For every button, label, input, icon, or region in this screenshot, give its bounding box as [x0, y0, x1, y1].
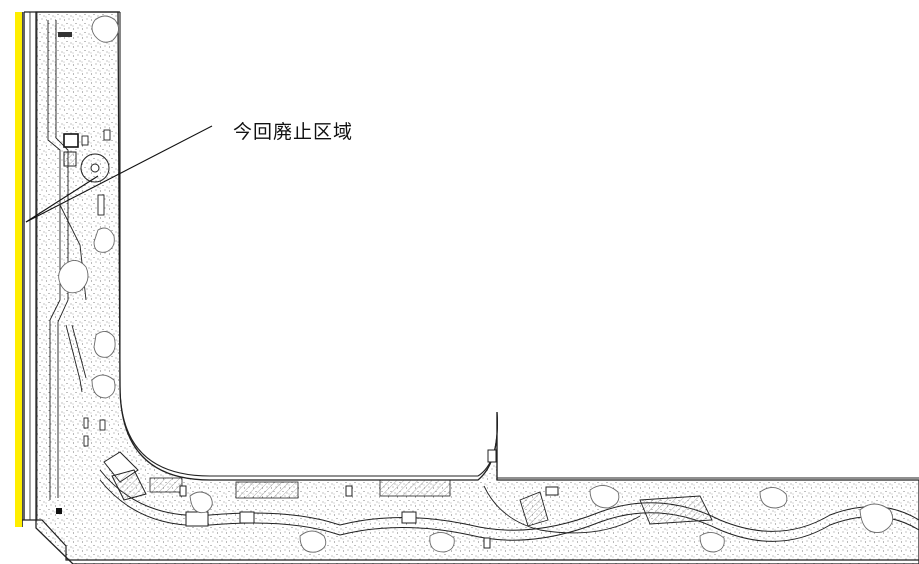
shrub-cluster — [189, 491, 213, 514]
shrub-cluster — [429, 532, 455, 553]
inner-boundary — [119, 12, 478, 477]
shrub-cluster — [299, 530, 327, 553]
building-block — [401, 511, 417, 524]
shrub-cluster — [91, 15, 119, 43]
west-path — [47, 20, 61, 500]
bench-marker — [83, 435, 89, 447]
fountain-circle — [80, 153, 110, 183]
bench-marker — [97, 194, 105, 216]
building-block — [487, 449, 497, 463]
shrub-cluster — [91, 374, 116, 399]
plaza-hatch — [379, 479, 451, 497]
corner-marker — [56, 508, 62, 514]
winding-path-edge — [99, 479, 919, 542]
building-block — [179, 485, 187, 497]
bench-marker — [83, 417, 89, 429]
building-block — [345, 485, 353, 497]
building-block — [239, 511, 255, 524]
shrub-cluster — [589, 485, 620, 509]
abolished-area-label: 今回廃止区域 — [233, 121, 354, 143]
diagonal-walk-3 — [71, 324, 87, 379]
shrub-cluster — [93, 227, 115, 253]
shrub-cluster — [699, 532, 725, 553]
winding-path — [99, 469, 919, 532]
terrace-structure — [111, 469, 147, 501]
diagonal-walk-2 — [65, 324, 83, 393]
building-block — [483, 537, 491, 549]
gate-marker — [58, 32, 72, 37]
notch-boundary — [477, 411, 919, 479]
terrace-structure — [519, 491, 549, 527]
shrub-cluster — [93, 331, 116, 358]
bench-marker — [99, 419, 106, 431]
terrace-structure — [639, 495, 713, 525]
west-path-2 — [55, 20, 69, 498]
fountain-center — [90, 163, 100, 173]
plaza-hatch — [235, 481, 299, 499]
shrub-cluster — [859, 503, 894, 533]
small-building — [81, 135, 89, 146]
abolished-area-highlight — [15, 12, 22, 527]
outer-edge-corner — [17, 519, 919, 561]
plaza-hatch — [149, 477, 183, 493]
callout-leader-line — [25, 175, 99, 223]
building-block — [545, 486, 559, 496]
curved-walk — [483, 485, 641, 534]
shelter-square — [63, 133, 79, 148]
small-building — [103, 129, 111, 141]
shrub-cluster — [759, 487, 788, 509]
callout-leader-line — [25, 125, 213, 223]
steps-block — [63, 151, 77, 167]
pavilion-block — [185, 511, 209, 527]
shrub-cluster — [58, 260, 89, 294]
